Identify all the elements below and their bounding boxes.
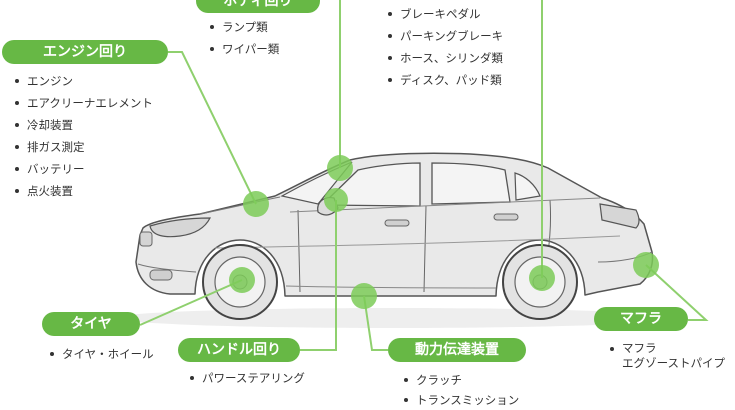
drivetrain-label: 動力伝達装置 — [388, 338, 526, 362]
engine-list: エンジン エアクリーナエレメント 冷却装置 排ガス測定 バッテリー 点火装置 — [13, 70, 153, 202]
tail-light — [599, 203, 640, 229]
front-door-line — [297, 209, 301, 293]
hood-line — [199, 196, 281, 215]
drivetrain-list: クラッチ トランスミッション — [402, 370, 519, 410]
brake-list: ブレーキペダル パーキングブレーキ ホース、シリンダ類 ディスク、パッド類 — [386, 3, 503, 91]
list-item: ディスク、パッド類 — [386, 69, 503, 91]
body-label: ボディ回り — [196, 0, 320, 13]
rear-window — [431, 162, 511, 205]
character-line — [214, 235, 621, 249]
list-item: エンジン — [13, 70, 153, 92]
rear-door-handle — [493, 213, 519, 221]
tire-leader-line — [139, 279, 243, 326]
list-item: ホース、シリンダ類 — [386, 47, 503, 69]
steering-label: ハンドル回り — [178, 338, 300, 362]
center-door-line — [423, 205, 427, 293]
brake-marker — [529, 265, 555, 291]
bullet — [610, 347, 614, 351]
list-item: パワーステアリング — [188, 367, 305, 389]
body-lamp-marker — [327, 155, 353, 181]
muffler-marker — [633, 252, 659, 278]
list-item: 排ガス測定 — [13, 136, 153, 158]
muffler-leader-line — [645, 264, 709, 321]
list-item: クラッチ — [402, 370, 519, 390]
car-inspection-diagram — [115, 0, 709, 351]
drivetrain-leader-line — [363, 295, 388, 351]
list-item: パーキングブレーキ — [386, 25, 503, 47]
muffler-list: マフラ エグゾーストパイプ — [608, 341, 725, 371]
steering-marker — [324, 188, 348, 212]
list-item: ワイパー類 — [208, 38, 279, 60]
list-item: エグゾーストパイプ — [622, 356, 726, 370]
headlight — [149, 217, 211, 238]
front-door-handle — [384, 219, 410, 227]
tire-marker — [229, 267, 255, 293]
steering-leader-line — [300, 200, 337, 351]
list-item: ランプ類 — [208, 16, 279, 38]
front-grille — [139, 231, 153, 247]
list-item: エアクリーナエレメント — [13, 92, 153, 114]
list-item: タイヤ・ホイール — [48, 343, 154, 365]
list-item: ブレーキペダル — [386, 3, 503, 25]
list-item: マフラ — [622, 341, 657, 355]
tire-label: タイヤ — [42, 312, 140, 336]
body-list: ランプ類 ワイパー類 — [208, 16, 279, 60]
quarter-window — [514, 172, 541, 201]
list-item: トランスミッション — [402, 390, 519, 410]
engine-label: エンジン回り — [2, 40, 168, 64]
drivetrain-marker — [351, 283, 377, 309]
engine-leader-line — [168, 51, 257, 205]
muffler-label: マフラ — [594, 307, 688, 331]
rocker-line — [285, 285, 497, 289]
front-bumper — [137, 263, 197, 273]
list-item: バッテリー — [13, 158, 153, 180]
list-item: 冷却装置 — [13, 114, 153, 136]
engine-marker — [243, 191, 269, 217]
ground-shadow — [115, 308, 675, 328]
steering-list: パワーステアリング — [188, 367, 305, 389]
tire-list: タイヤ・ホイール — [48, 343, 154, 365]
list-item: 点火装置 — [13, 180, 153, 202]
fog-lamp — [149, 269, 173, 281]
